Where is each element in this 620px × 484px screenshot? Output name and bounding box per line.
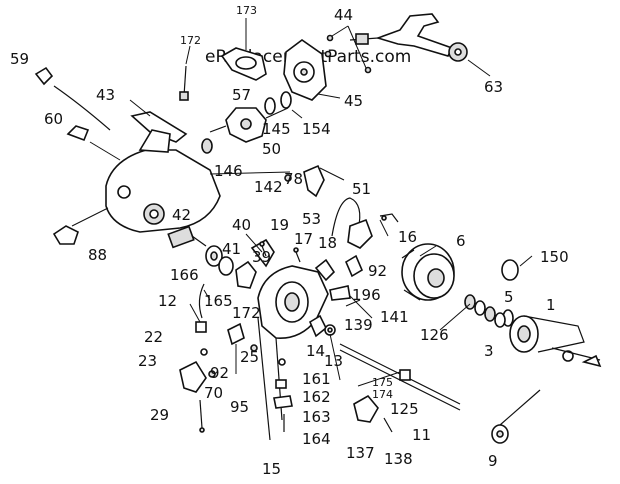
label-196: 196 [352, 286, 381, 304]
gasket-173 [220, 18, 267, 81]
screw-172 [179, 45, 191, 101]
main-shaft-11 [339, 343, 461, 411]
label-78: 78 [284, 170, 303, 188]
label-174: 174 [372, 388, 393, 401]
label-1: 1 [546, 296, 556, 314]
rod-166 [198, 283, 205, 319]
label-172b: 172 [232, 304, 261, 322]
bearing-group [205, 233, 275, 289]
label-11: 11 [412, 426, 431, 444]
spring-51 [331, 197, 373, 249]
label-142: 142 [254, 178, 283, 196]
label-29: 29 [150, 406, 169, 424]
screw-stack-161-164 [273, 358, 293, 432]
label-126: 126 [420, 326, 449, 344]
label-42: 42 [172, 206, 191, 224]
label-175: 175 [372, 376, 393, 389]
label-154: 154 [302, 120, 331, 138]
label-161: 161 [302, 370, 331, 388]
label-150: 150 [540, 248, 569, 266]
lever-53 [284, 164, 345, 198]
pins-17-19 [259, 241, 301, 263]
label-139: 139 [344, 316, 373, 334]
label-9: 9 [488, 452, 498, 470]
label-92b: 92 [210, 364, 229, 382]
label-18: 18 [318, 234, 337, 252]
drive-gear-57 [209, 107, 289, 143]
clip-parts-18-92 [314, 254, 364, 301]
label-6: 6 [456, 232, 466, 250]
label-145: 145 [262, 120, 291, 138]
label-40: 40 [232, 216, 251, 234]
label-165: 165 [204, 292, 233, 310]
clip-16 [379, 213, 399, 223]
label-138: 138 [384, 450, 413, 468]
label-22: 22 [144, 328, 163, 346]
label-3: 3 [484, 342, 494, 360]
label-43: 43 [96, 86, 115, 104]
front-drag-1 [509, 315, 602, 368]
label-95: 95 [230, 398, 249, 416]
label-23: 23 [138, 352, 157, 370]
label-13: 13 [324, 352, 343, 370]
screws-44 [324, 25, 372, 74]
label-88: 88 [88, 246, 107, 264]
label-92a: 92 [368, 262, 387, 280]
label-41: 41 [222, 240, 241, 258]
label-163: 163 [302, 408, 331, 426]
label-57: 57 [232, 86, 251, 104]
rotor-body [71, 129, 291, 233]
label-63: 63 [484, 78, 503, 96]
handle-assembly [349, 13, 491, 77]
washer-stack [464, 294, 506, 328]
part-labels: 173 172 44 59 63 43 57 45 60 145 154 50 … [10, 4, 569, 478]
label-137: 137 [346, 444, 375, 462]
label-5: 5 [504, 288, 514, 306]
oscillating-slider-137 [353, 371, 401, 433]
label-173: 173 [236, 4, 257, 17]
label-17: 17 [294, 230, 313, 248]
label-53: 53 [302, 210, 321, 228]
label-50: 50 [262, 140, 281, 158]
leader-lines [189, 219, 533, 381]
label-125: 125 [390, 400, 419, 418]
label-172: 172 [180, 34, 201, 47]
label-15: 15 [262, 460, 281, 478]
bail-arm-assembly [34, 66, 188, 161]
anti-reverse-parts [179, 321, 216, 433]
label-12: 12 [158, 292, 177, 310]
label-164: 164 [302, 430, 331, 448]
line-roller-9 [491, 389, 541, 444]
label-25: 25 [240, 348, 259, 366]
pinion-42 [167, 225, 207, 249]
spool-6 [401, 243, 455, 301]
side-cover-45 [283, 39, 341, 101]
parts-14-13 [308, 314, 336, 338]
label-19: 19 [270, 216, 289, 234]
label-60: 60 [44, 110, 63, 128]
lever-95 [227, 322, 258, 374]
label-141: 141 [380, 308, 409, 326]
label-51: 51 [352, 180, 371, 198]
label-16: 16 [398, 228, 417, 246]
label-59: 59 [10, 50, 29, 68]
label-166: 166 [170, 266, 199, 284]
label-162: 162 [302, 388, 331, 406]
label-70: 70 [204, 384, 223, 402]
knob-88 [52, 225, 79, 245]
main-body-frame [257, 265, 329, 441]
label-14: 14 [306, 342, 325, 360]
label-146: 146 [214, 162, 243, 180]
bearings [201, 91, 303, 154]
label-45: 45 [344, 92, 363, 110]
label-39: 39 [252, 248, 271, 266]
label-44: 44 [334, 6, 353, 24]
